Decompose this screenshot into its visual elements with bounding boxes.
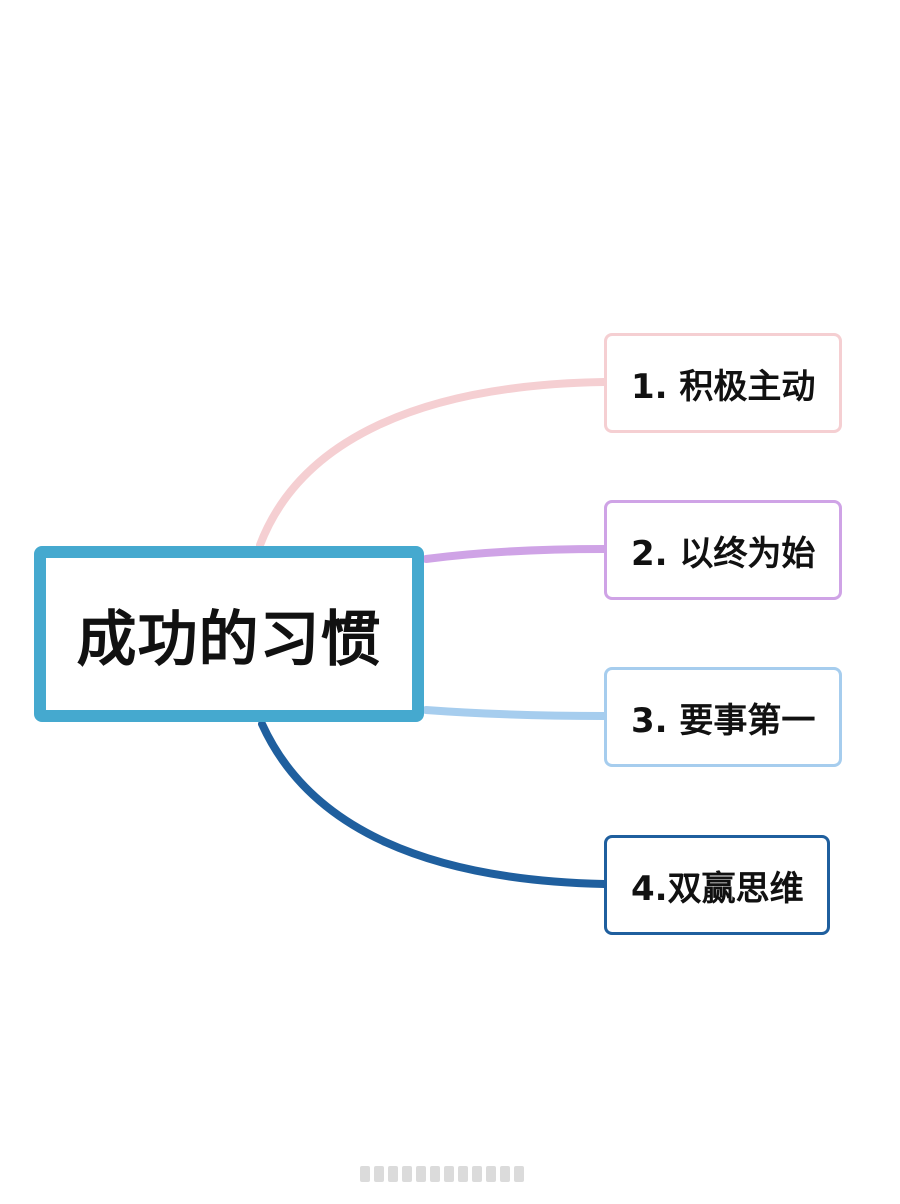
branch-node-4[interactable]: 4.双赢思维 <box>604 835 830 935</box>
watermark-blur <box>360 1160 540 1188</box>
branch-label-1: 1. 积极主动 <box>631 366 816 407</box>
connector-4 <box>258 720 608 888</box>
connector-1 <box>256 378 608 549</box>
connector-3 <box>422 706 608 720</box>
branch-label-3: 3. 要事第一 <box>631 700 816 741</box>
branch-label-4: 4.双赢思维 <box>631 868 804 909</box>
branch-node-1[interactable]: 1. 积极主动 <box>604 333 842 433</box>
branch-label-2: 2. 以终为始 <box>631 533 816 574</box>
branch-node-3[interactable]: 3. 要事第一 <box>604 667 842 767</box>
connector-2 <box>422 545 608 563</box>
branch-node-2[interactable]: 2. 以终为始 <box>604 500 842 600</box>
root-title: 成功的习惯 <box>76 604 382 675</box>
root-node[interactable]: 成功的习惯 <box>34 546 424 722</box>
